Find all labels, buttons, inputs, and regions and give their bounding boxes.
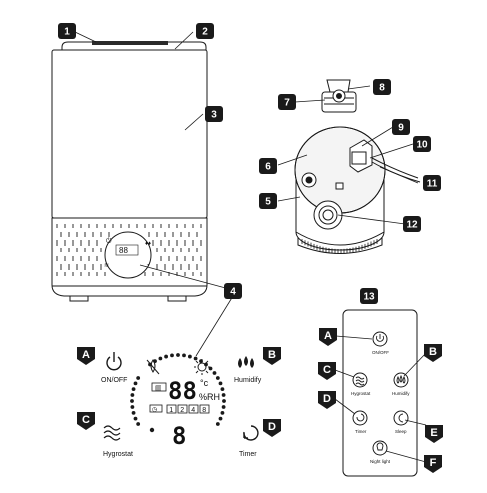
panel-timer-icon[interactable]: [244, 426, 258, 440]
svg-text:1: 1: [64, 27, 70, 38]
remote-timer-label: Timer: [355, 429, 367, 434]
body-lcd-digits: 88: [119, 246, 128, 255]
svg-text:11: 11: [427, 179, 438, 190]
body-timer-icon: ◔: [146, 263, 150, 269]
part-badge-8: 8: [373, 79, 391, 95]
svg-text:7: 7: [284, 98, 290, 109]
letter-badge-C-6: C: [318, 362, 336, 380]
part-badge-5: 5: [259, 193, 277, 209]
svg-text:9: 9: [398, 123, 404, 134]
no-mist-icon: [147, 360, 159, 374]
letter-badge-C-2: C: [77, 412, 95, 430]
lcd-timer-box-1: 1: [169, 407, 173, 414]
lcd-timer-box-4: 4: [191, 407, 195, 414]
svg-text:E: E: [430, 427, 437, 439]
part-badge-1: 1: [58, 23, 76, 39]
letter-badge-F-9: F: [424, 455, 442, 473]
lcd-timer-box-2: 2: [180, 407, 184, 414]
remote-nightlight-label: Night light: [370, 459, 391, 464]
part-badge-12: 12: [403, 216, 421, 232]
panel-hygrostat-label: Hygrostat: [103, 451, 133, 458]
svg-text:B: B: [429, 346, 437, 358]
letter-badge-E-8: E: [425, 425, 443, 443]
part-badge-7: 7: [278, 94, 296, 110]
body-drops-icon: ♦♦: [145, 241, 151, 247]
remote-on-off-label: ON/OFF: [372, 350, 389, 355]
svg-text:12: 12: [406, 220, 418, 231]
part-badge-3: 3: [205, 106, 223, 122]
letter-badge-A-0: A: [77, 347, 95, 365]
svg-text:5: 5: [265, 197, 271, 208]
svg-text:A: A: [324, 330, 332, 342]
panel-power-label: ON/OFF: [101, 377, 127, 384]
part-badge-2: 2: [196, 23, 214, 39]
tank-base-view: [295, 127, 420, 254]
part-badge-10: 10: [413, 136, 431, 152]
lcd-timer-icon: ◷: [152, 407, 157, 413]
svg-text:C: C: [323, 364, 331, 376]
part-badge-4: 4: [224, 283, 242, 299]
panel-humidify-icon[interactable]: [238, 356, 254, 368]
lcd-main-digits: 88: [168, 377, 197, 405]
svg-text:3: 3: [211, 110, 217, 121]
panel-timer-label: Timer: [239, 451, 257, 458]
letter-badge-B-1: B: [263, 347, 281, 365]
cap-float: [322, 80, 356, 112]
svg-text:F: F: [430, 457, 437, 469]
svg-text:10: 10: [416, 140, 428, 151]
svg-text:4: 4: [230, 287, 236, 298]
svg-text:C: C: [82, 414, 90, 426]
letter-badge-B-5: B: [424, 344, 442, 362]
body-waves-icon: ≋: [104, 263, 109, 269]
panel-humidify-label: Humidify: [234, 377, 262, 384]
remote-sleep-label: Sleep: [395, 429, 407, 434]
svg-text:6: 6: [265, 162, 271, 173]
body-power-icon: ⏻: [106, 237, 112, 245]
lcd-unit-rh: %RH: [199, 392, 220, 402]
part-badge-13: 13: [360, 288, 378, 304]
lcd-water-icon: ▥: [155, 385, 162, 392]
svg-text:B: B: [268, 349, 276, 361]
lcd-timer-box-8: 8: [202, 407, 206, 414]
letter-badge-D-7: D: [318, 391, 336, 409]
svg-text:D: D: [323, 393, 331, 405]
svg-text:8: 8: [379, 83, 385, 94]
remote-humidify-label: Humidify: [392, 391, 410, 396]
remote-hygrostat-label: Hygrostat: [351, 391, 371, 396]
svg-text:D: D: [268, 421, 276, 433]
letter-badge-A-4: A: [319, 328, 337, 346]
panel-hygrostat-icon[interactable]: [104, 426, 120, 440]
svg-text:2: 2: [202, 27, 208, 38]
lcd-unit-celsius: °c: [200, 378, 209, 388]
panel-power-icon[interactable]: [107, 352, 121, 370]
part-badge-6: 6: [259, 158, 277, 174]
svg-text:A: A: [82, 349, 90, 361]
letter-badge-D-3: D: [263, 419, 281, 437]
part-badge-11: 11: [423, 175, 441, 191]
part-badge-9: 9: [392, 119, 410, 135]
svg-text:13: 13: [363, 292, 375, 303]
lcd-small-digit: 8: [172, 422, 186, 450]
body-control-panel: 88 ⏻ ♦♦ ≋ ◔: [104, 232, 151, 278]
